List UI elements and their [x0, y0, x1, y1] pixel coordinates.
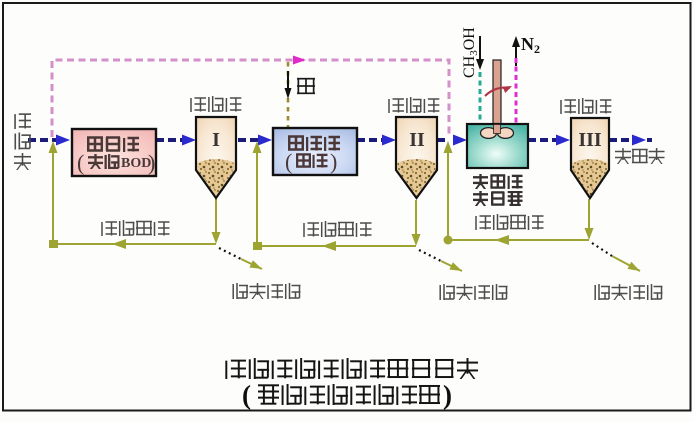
svg-text:): ): [330, 149, 337, 174]
svg-text:N2: N2: [521, 34, 540, 56]
svg-text:CH3OH: CH3OH: [461, 27, 480, 78]
svg-text:BOD: BOD: [121, 156, 151, 171]
svg-text:(: (: [242, 380, 251, 410]
svg-text:): ): [443, 380, 452, 410]
svg-text:(: (: [77, 150, 84, 175]
svg-text:I: I: [212, 129, 220, 151]
svg-text:III: III: [578, 129, 602, 151]
svg-text:): ): [148, 150, 155, 175]
svg-text:(: (: [285, 149, 292, 174]
svg-text:II: II: [409, 129, 425, 151]
